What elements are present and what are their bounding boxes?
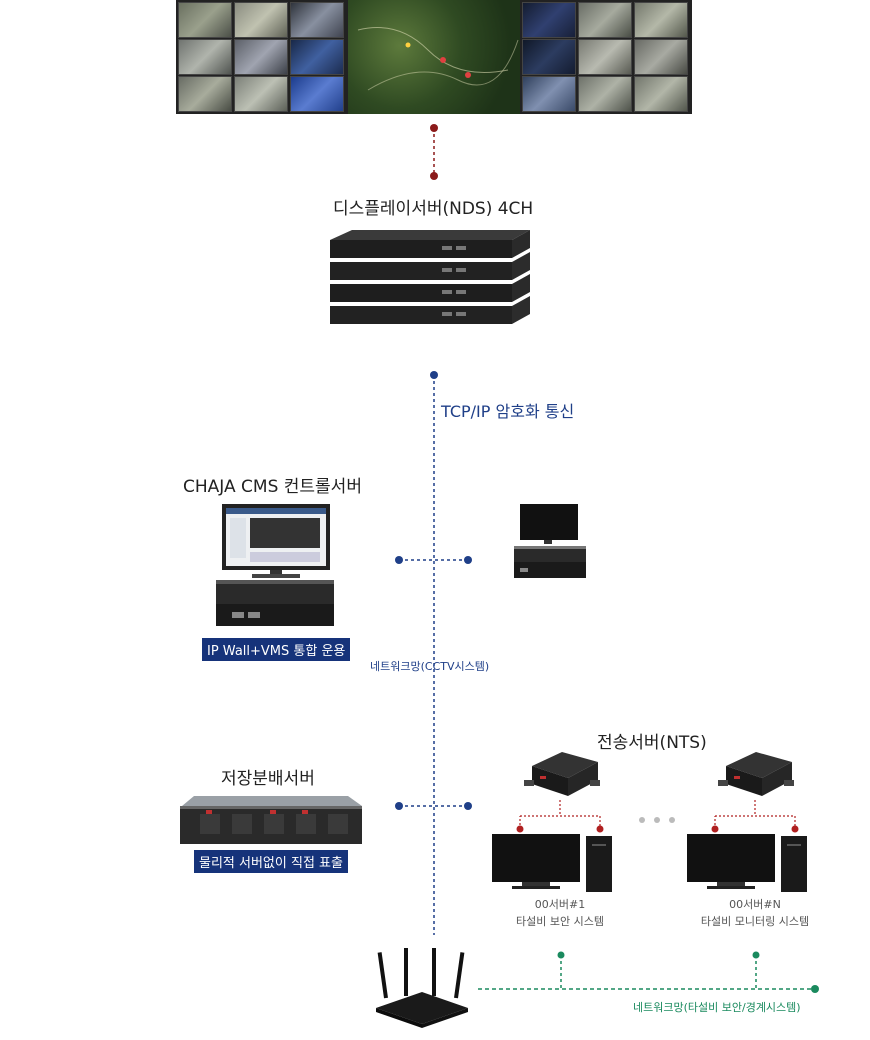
nts-server-desc: 타설비 모니터링 시스템 — [700, 915, 810, 928]
router-icon — [376, 948, 468, 1028]
video-tile — [290, 76, 344, 112]
video-tile — [178, 2, 232, 38]
video-tile — [290, 39, 344, 75]
cms-badge: IP Wall+VMS 통합 운용 — [202, 638, 351, 661]
client-pc-icon — [514, 504, 586, 578]
nts-box-icon — [718, 752, 794, 796]
nts-server-caption: 00서버#1 타설비 보안 시스템 — [480, 896, 640, 930]
video-tile — [234, 39, 288, 75]
storage-title: 저장분배서버 — [221, 769, 315, 789]
video-tile — [178, 39, 232, 75]
video-tile — [522, 76, 576, 112]
cms-title: CHAJA CMS 컨트롤서버 — [183, 477, 362, 497]
network-cctv-label: 네트워크망(CCTV시스템) — [370, 660, 490, 673]
video-tile — [634, 39, 688, 75]
network-other-label: 네트워크망(타설비 보안/경계시스템) — [633, 1001, 801, 1014]
nts-title: 전송서버(NTS) — [597, 733, 707, 753]
storage-badge: 물리적 서버없이 직접 표출 — [194, 850, 348, 873]
nts-server-name: 00서버#1 — [534, 898, 586, 911]
map-view — [348, 0, 520, 114]
video-tile — [234, 2, 288, 38]
nts-pc-icon — [687, 834, 807, 892]
video-tile — [578, 2, 632, 38]
nts-server-caption: 00서버#N 타설비 모니터링 시스템 — [675, 896, 835, 930]
nts-server-name: 00서버#N — [729, 898, 781, 911]
cms-workstation-icon — [216, 504, 334, 626]
tcp-label: TCP/IP 암호화 통신 — [441, 402, 575, 421]
video-tile — [178, 76, 232, 112]
video-tile — [290, 2, 344, 38]
display-server-title: 디스플레이서버(NDS) 4CH — [333, 199, 534, 219]
video-tile — [522, 2, 576, 38]
video-tile — [234, 76, 288, 112]
video-wall — [176, 0, 692, 114]
storage-server-icon — [180, 796, 362, 844]
video-tile — [634, 2, 688, 38]
display-server-rack-icon — [330, 230, 530, 324]
video-tile — [522, 39, 576, 75]
nts-server-desc: 타설비 보안 시스템 — [516, 915, 604, 928]
nts-box-icon — [524, 752, 600, 796]
video-tile — [578, 76, 632, 112]
video-tile — [634, 76, 688, 112]
video-tile — [578, 39, 632, 75]
nts-pc-icon — [492, 834, 612, 892]
